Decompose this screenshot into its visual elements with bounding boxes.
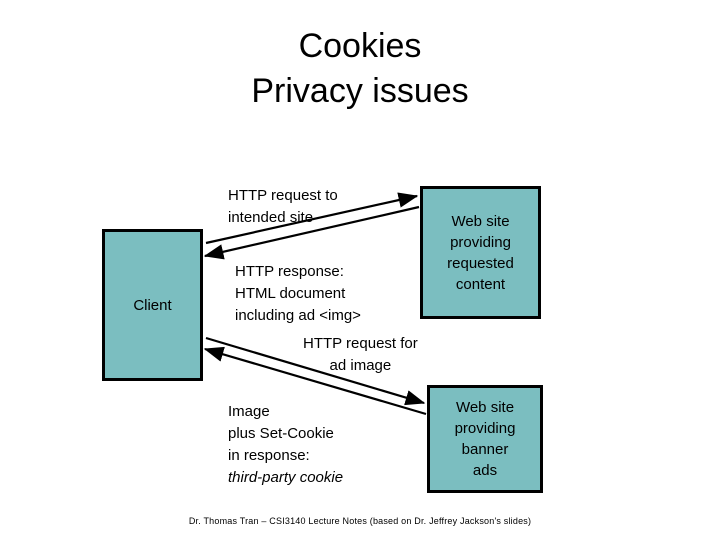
title-line-2: Privacy issues [251, 72, 469, 110]
edge-label-image-setcookie: Image plus Set-Cookie in response: third… [228, 379, 343, 511]
node-banner-site-label: Web site providing banner ads [454, 399, 516, 479]
edge-label-request-ad: HTTP request for ad image [303, 335, 418, 374]
edge-label-third-party-cookie: third-party cookie [228, 469, 344, 486]
node-client[interactable]: Client [102, 229, 203, 381]
edge-label-http-response: HTTP response: HTML document including a… [235, 263, 361, 324]
edge-label-request-intended: HTTP request to intended site [228, 187, 338, 226]
node-content-site[interactable]: Web site providing requested content [420, 186, 541, 319]
edge-label-image-setcookie-text: Image plus Set-Cookie in response: [228, 403, 334, 464]
node-client-label: Client [133, 296, 172, 314]
slide-footer: Dr. Thomas Tran – CSI3140 Lecture Notes … [188, 516, 532, 526]
title-line-1: Cookies [298, 27, 422, 65]
slide-title: Cookies Privacy issues [0, 24, 720, 114]
node-content-site-label: Web site providing requested content [447, 212, 514, 293]
node-banner-site[interactable]: Web site providing banner ads [427, 385, 543, 493]
